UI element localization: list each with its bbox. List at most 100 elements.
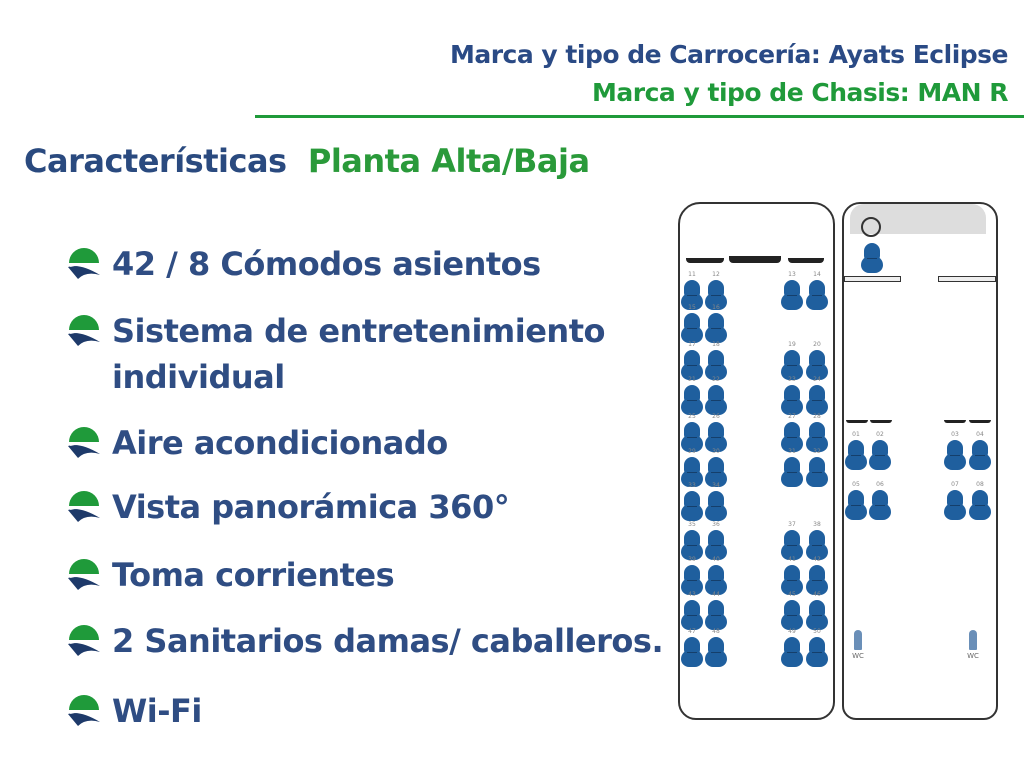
seat-21[interactable]: [681, 385, 703, 415]
seat-33[interactable]: [681, 491, 703, 521]
seat-number: 22: [712, 376, 720, 383]
seat-number: 20: [813, 341, 821, 348]
seat-39[interactable]: [681, 565, 703, 595]
seat-number: 18: [712, 341, 720, 348]
seat-number: 32: [813, 448, 821, 455]
feature-item: Aire acondicionado: [66, 420, 448, 466]
seat-19[interactable]: [781, 350, 803, 380]
seat-06[interactable]: [869, 490, 891, 520]
seat-34[interactable]: [705, 491, 727, 521]
seat-35[interactable]: [681, 530, 703, 560]
seat-41[interactable]: [781, 565, 803, 595]
seat-number: 31: [788, 448, 796, 455]
feature-item: Wi-Fi: [66, 688, 202, 734]
feature-label: 2 Sanitarios damas/ caballeros.: [112, 622, 664, 660]
feature-label: Vista panorámica 360°: [112, 488, 510, 526]
seat-40[interactable]: [705, 565, 727, 595]
seat-05[interactable]: [845, 490, 867, 520]
seat-11[interactable]: [681, 280, 703, 310]
seat-number: 45: [788, 591, 796, 598]
lower-partition: [938, 276, 996, 282]
upper-front-bar: [686, 258, 724, 263]
seat-32[interactable]: [806, 457, 828, 487]
seat-number: 15: [688, 304, 696, 311]
upper-front-bar: [729, 256, 781, 263]
wc-label: WC: [852, 652, 864, 660]
seat-03[interactable]: [944, 440, 966, 470]
seat-36[interactable]: [705, 530, 727, 560]
seat-26[interactable]: [705, 422, 727, 452]
seat-28[interactable]: [806, 422, 828, 452]
seat-48[interactable]: [705, 637, 727, 667]
seat-bar: [870, 420, 892, 423]
feature-item: 42 / 8 Cómodos asientos: [66, 241, 541, 287]
bodywork-brand: Marca y tipo de Carrocería: Ayats Eclips…: [449, 40, 1009, 69]
seat-number: 30: [712, 448, 720, 455]
seat-number: 01: [852, 431, 860, 438]
feature-label: Wi-Fi: [112, 692, 202, 730]
feature-label: Toma corrientes: [112, 556, 395, 594]
seat-number: 02: [876, 431, 884, 438]
seat-44[interactable]: [705, 600, 727, 630]
seat-30[interactable]: [705, 457, 727, 487]
seat-number: 34: [712, 482, 720, 489]
seat-[interactable]: [861, 243, 883, 273]
wc-icon: WC: [846, 630, 870, 660]
seat-42[interactable]: [806, 565, 828, 595]
seat-number: 48: [712, 628, 720, 635]
seat-number: 07: [951, 481, 959, 488]
seat-17[interactable]: [681, 350, 703, 380]
seat-number: 38: [813, 521, 821, 528]
seat-43[interactable]: [681, 600, 703, 630]
seat-number: 17: [688, 341, 696, 348]
bullet-logo-icon: [68, 427, 101, 458]
seat-02[interactable]: [869, 440, 891, 470]
seat-01[interactable]: [845, 440, 867, 470]
seat-22[interactable]: [705, 385, 727, 415]
seat-number: 43: [688, 591, 696, 598]
seat-04[interactable]: [969, 440, 991, 470]
seat-bar: [846, 420, 868, 423]
seat-13[interactable]: [781, 280, 803, 310]
wc-label: WC: [967, 652, 979, 660]
feature-item: Toma corrientes: [66, 552, 395, 598]
seat-08[interactable]: [969, 490, 991, 520]
seat-number: 25: [688, 413, 696, 420]
seat-24[interactable]: [806, 385, 828, 415]
seat-47[interactable]: [681, 637, 703, 667]
seat-number: 28: [813, 413, 821, 420]
title-main: Características: [24, 142, 287, 180]
seat-number: 41: [788, 556, 796, 563]
seat-25[interactable]: [681, 422, 703, 452]
seat-number: 11: [688, 271, 696, 278]
bullet-logo-icon: [68, 491, 101, 522]
seat-07[interactable]: [944, 490, 966, 520]
seat-15[interactable]: [681, 313, 703, 343]
seat-45[interactable]: [781, 600, 803, 630]
seat-20[interactable]: [806, 350, 828, 380]
seat-16[interactable]: [705, 313, 727, 343]
seat-50[interactable]: [806, 637, 828, 667]
seat-12[interactable]: [705, 280, 727, 310]
seat-number: 42: [813, 556, 821, 563]
seat-bar: [944, 420, 966, 423]
seat-38[interactable]: [806, 530, 828, 560]
feature-item: 2 Sanitarios damas/ caballeros.: [66, 618, 664, 664]
seat-49[interactable]: [781, 637, 803, 667]
seat-number: 49: [788, 628, 796, 635]
seat-23[interactable]: [781, 385, 803, 415]
seat-46[interactable]: [806, 600, 828, 630]
feature-item: Sistema de entretenimiento individual: [66, 308, 626, 400]
seat-31[interactable]: [781, 457, 803, 487]
seat-bar: [969, 420, 991, 423]
wc-icon: WC: [961, 630, 985, 660]
seat-27[interactable]: [781, 422, 803, 452]
seat-18[interactable]: [705, 350, 727, 380]
seat-14[interactable]: [806, 280, 828, 310]
seat-number: 36: [712, 521, 720, 528]
seat-number: 08: [976, 481, 984, 488]
seat-number: 26: [712, 413, 720, 420]
seat-number: 04: [976, 431, 984, 438]
seat-29[interactable]: [681, 457, 703, 487]
seat-37[interactable]: [781, 530, 803, 560]
